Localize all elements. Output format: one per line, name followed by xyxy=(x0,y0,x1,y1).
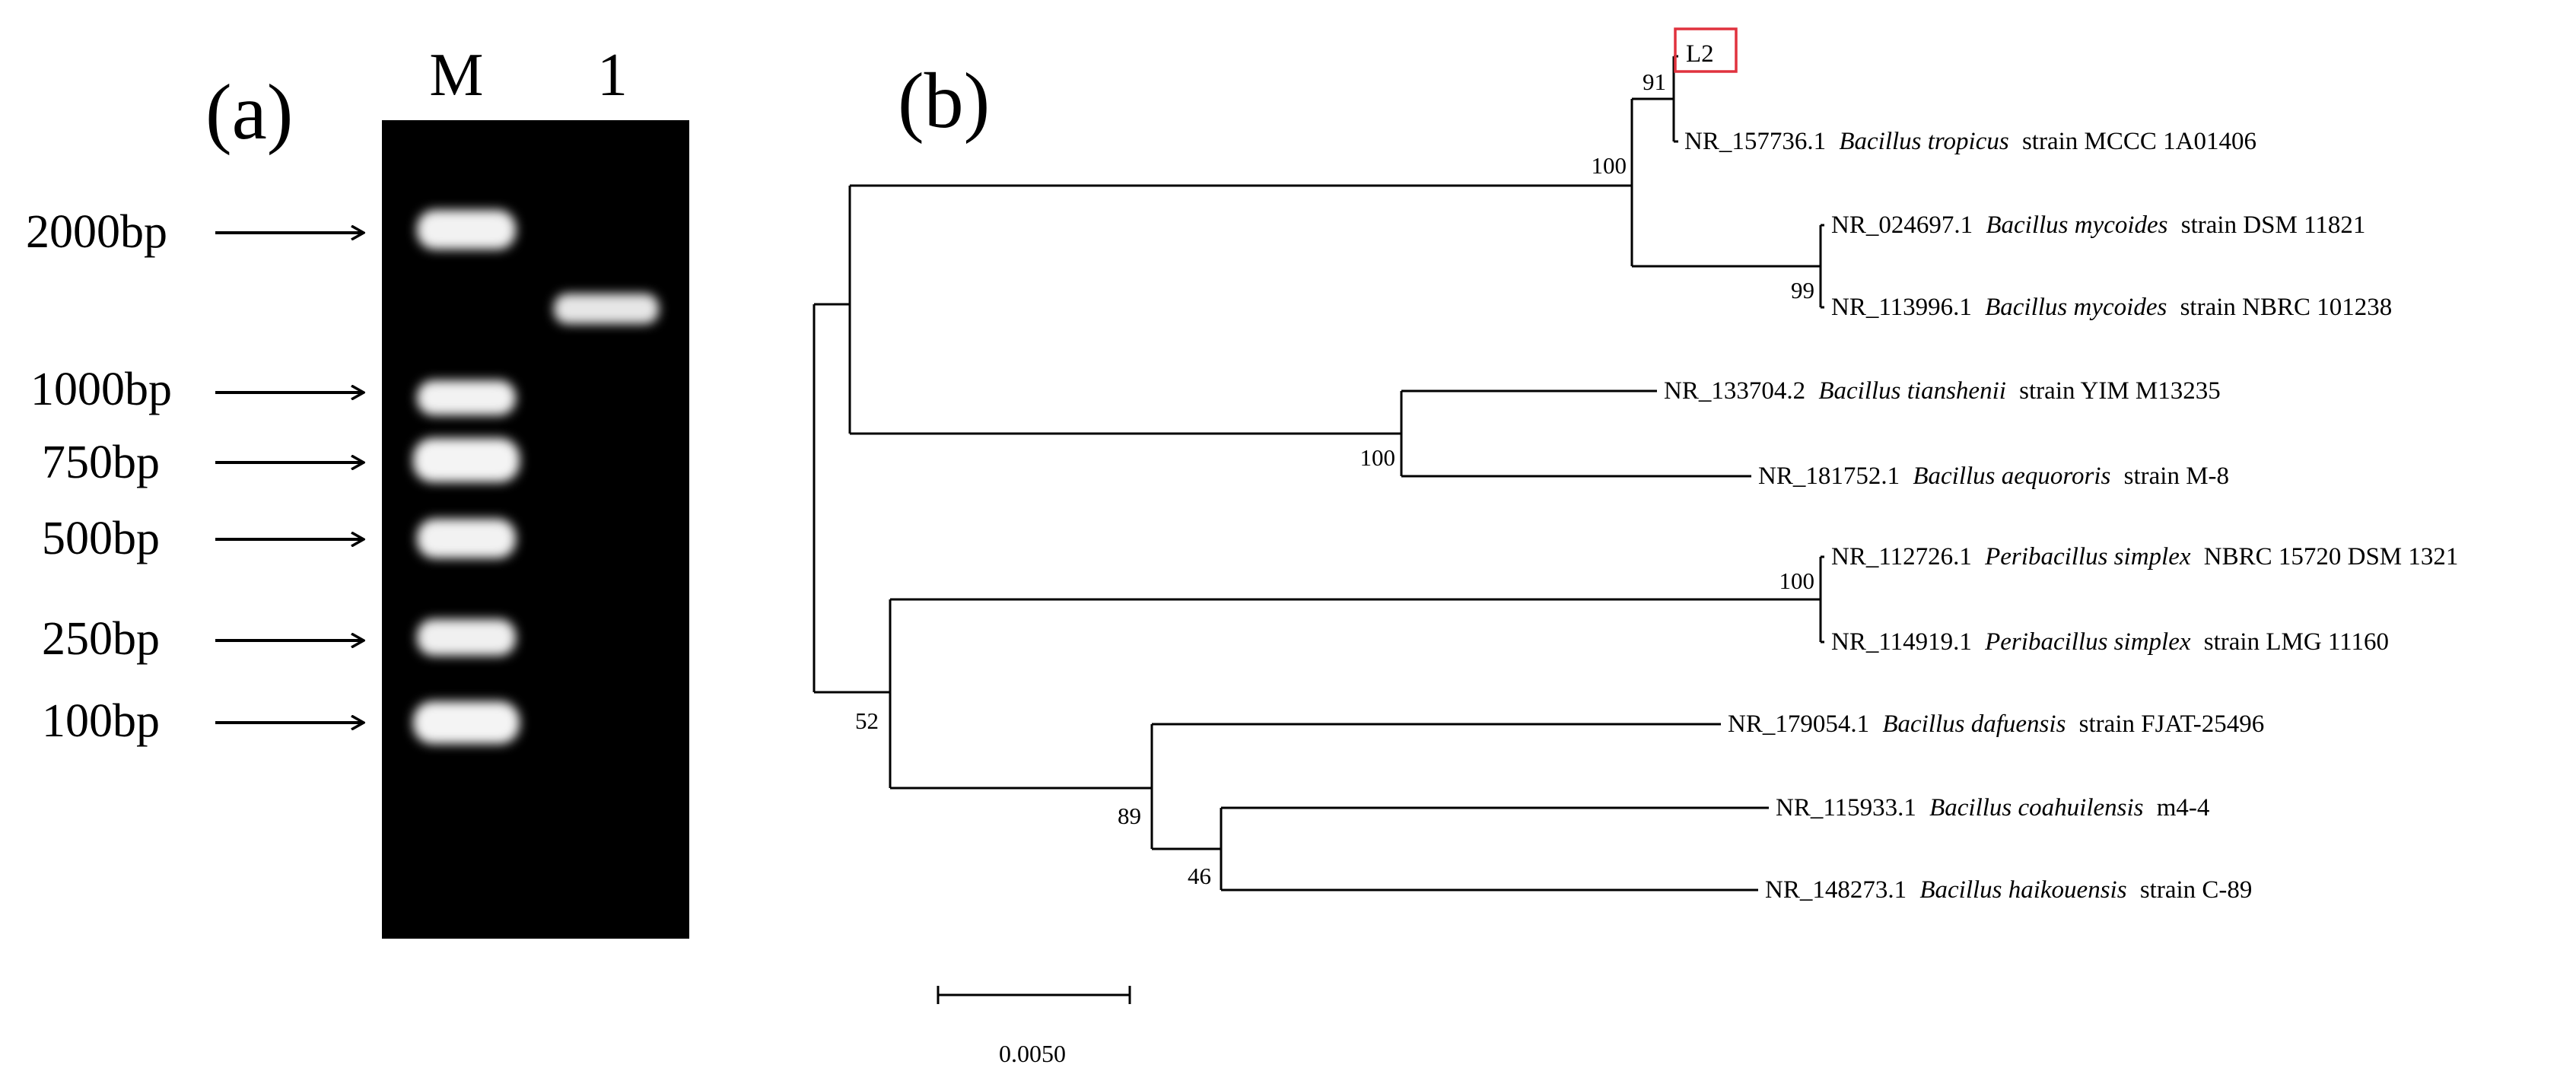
scale-bar-label: 0.0050 xyxy=(999,1040,1066,1067)
taxon-label-tianshenii: NR_133704.2 Bacillus tianshenii strain Y… xyxy=(1664,377,2221,405)
marker-label-100: 100bp xyxy=(42,695,160,747)
taxon-accession: NR_133704.2 xyxy=(1664,377,1805,405)
taxon-strain: strain YIM M13235 xyxy=(2019,377,2221,405)
bootstrap-value: 52 xyxy=(855,707,879,734)
taxon-accession: NR_112726.1 xyxy=(1831,543,1972,571)
taxon-label-l2: L2 xyxy=(1686,40,1714,68)
ladder-band-500 xyxy=(417,519,516,558)
taxon-accession: NR_113996.1 xyxy=(1831,294,1972,321)
bootstrap-values: 91 100 99 100 100 52 89 46 xyxy=(855,68,1814,889)
gel-image xyxy=(382,120,689,939)
taxon-strain: m4-4 xyxy=(2157,794,2210,822)
panel-a: (a) M 1 2000bp 1000bp 7 xyxy=(26,42,689,939)
taxon-accession: NR_114919.1 xyxy=(1831,628,1972,656)
taxon-strain: strain MCCC 1A01406 xyxy=(2022,128,2256,155)
bootstrap-value: 89 xyxy=(1118,803,1141,829)
taxon-species: Bacillus dafuensis xyxy=(1882,710,2066,738)
panel-a-label: (a) xyxy=(205,68,293,156)
size-markers: 2000bp 1000bp 750bp 500bp 250bp 100bp xyxy=(26,206,364,747)
ladder-band-1000 xyxy=(417,380,516,415)
taxon-species: Peribacillus simplex xyxy=(1984,543,2191,571)
taxon-label-simplex-nbrc: NR_112726.1 Peribacillus simplex NBRC 15… xyxy=(1831,543,2458,571)
taxon-species: Bacillus mycoides xyxy=(1986,211,2167,239)
ladder-band-750 xyxy=(413,438,520,482)
taxon-accession: NR_181752.1 xyxy=(1758,462,1900,490)
bootstrap-value: 99 xyxy=(1791,277,1814,304)
ladder-band-250 xyxy=(417,619,516,656)
marker-label-500: 500bp xyxy=(42,513,160,564)
lane-label-sample: 1 xyxy=(597,42,628,109)
taxon-label-mycoides-nbrc: NR_113996.1 Bacillus mycoides strain NBR… xyxy=(1831,294,2392,321)
tree-branches xyxy=(813,55,1824,892)
taxon-label-haikouensis: NR_148273.1 Bacillus haikouensis strain … xyxy=(1765,876,2252,904)
bootstrap-value: 100 xyxy=(1779,567,1815,594)
taxon-strain: strain M-8 xyxy=(2124,462,2229,490)
taxon-accession: L2 xyxy=(1686,40,1714,68)
ladder-band-2000 xyxy=(417,210,516,250)
taxon-label-aequororis: NR_181752.1 Bacillus aequororis strain M… xyxy=(1758,462,2229,490)
taxon-strain: strain C-89 xyxy=(2140,876,2253,904)
highlight-box xyxy=(1674,27,1738,73)
taxon-species: Bacillus mycoides xyxy=(1985,294,2167,321)
taxon-strain: strain LMG 11160 xyxy=(2204,628,2389,656)
taxon-label-tropicus: NR_157736.1 Bacillus tropicus strain MCC… xyxy=(1684,128,2256,155)
taxon-species: Bacillus tianshenii xyxy=(1818,377,2006,405)
ladder-band-100 xyxy=(413,701,520,744)
bootstrap-value: 91 xyxy=(1643,68,1666,95)
taxon-label-mycoides-dsm: NR_024697.1 Bacillus mycoides strain DSM… xyxy=(1831,211,2365,239)
taxon-accession: NR_024697.1 xyxy=(1831,211,1973,239)
taxon-species: Bacillus aequororis xyxy=(1913,462,2110,490)
marker-label-250: 250bp xyxy=(42,613,160,665)
bootstrap-value: 46 xyxy=(1188,863,1211,889)
bootstrap-value: 100 xyxy=(1360,444,1396,471)
taxon-accession: NR_179054.1 xyxy=(1728,710,1869,738)
bootstrap-value: 100 xyxy=(1592,152,1627,179)
taxon-species: Bacillus haikouensis xyxy=(1919,876,2126,904)
scale-bar: 0.0050 xyxy=(937,986,1131,1067)
taxon-strain: strain NBRC 101238 xyxy=(2180,294,2393,321)
taxon-species: Peribacillus simplex xyxy=(1984,628,2191,656)
taxon-label-simplex-lmg: NR_114919.1 Peribacillus simplex strain … xyxy=(1831,628,2389,656)
taxon-accession: NR_115933.1 xyxy=(1776,794,1916,822)
sample-band xyxy=(554,294,659,324)
marker-label-750: 750bp xyxy=(42,437,160,488)
taxon-label-coahuilensis: NR_115933.1 Bacillus coahuilensis m4-4 xyxy=(1776,794,2209,822)
marker-label-1000: 1000bp xyxy=(30,364,172,415)
lane-label-marker: M xyxy=(429,42,483,109)
taxon-species: Bacillus tropicus xyxy=(1839,128,2008,155)
panel-b: (b) xyxy=(813,27,2458,1067)
taxon-accession: NR_157736.1 xyxy=(1684,128,1826,155)
taxon-labels: L2 NR_157736.1 Bacillus tropicus strain … xyxy=(1664,40,2458,904)
taxon-strain: strain DSM 11821 xyxy=(2181,211,2366,239)
taxon-strain: strain FJAT-25496 xyxy=(2079,710,2265,738)
panel-b-label: (b) xyxy=(898,57,990,145)
marker-label-2000: 2000bp xyxy=(26,206,167,258)
taxon-strain: NBRC 15720 DSM 1321 xyxy=(2204,543,2459,571)
taxon-accession: NR_148273.1 xyxy=(1765,876,1907,904)
taxon-label-dafuensis: NR_179054.1 Bacillus dafuensis strain FJ… xyxy=(1728,710,2264,738)
taxon-species: Bacillus coahuilensis xyxy=(1929,794,2143,822)
